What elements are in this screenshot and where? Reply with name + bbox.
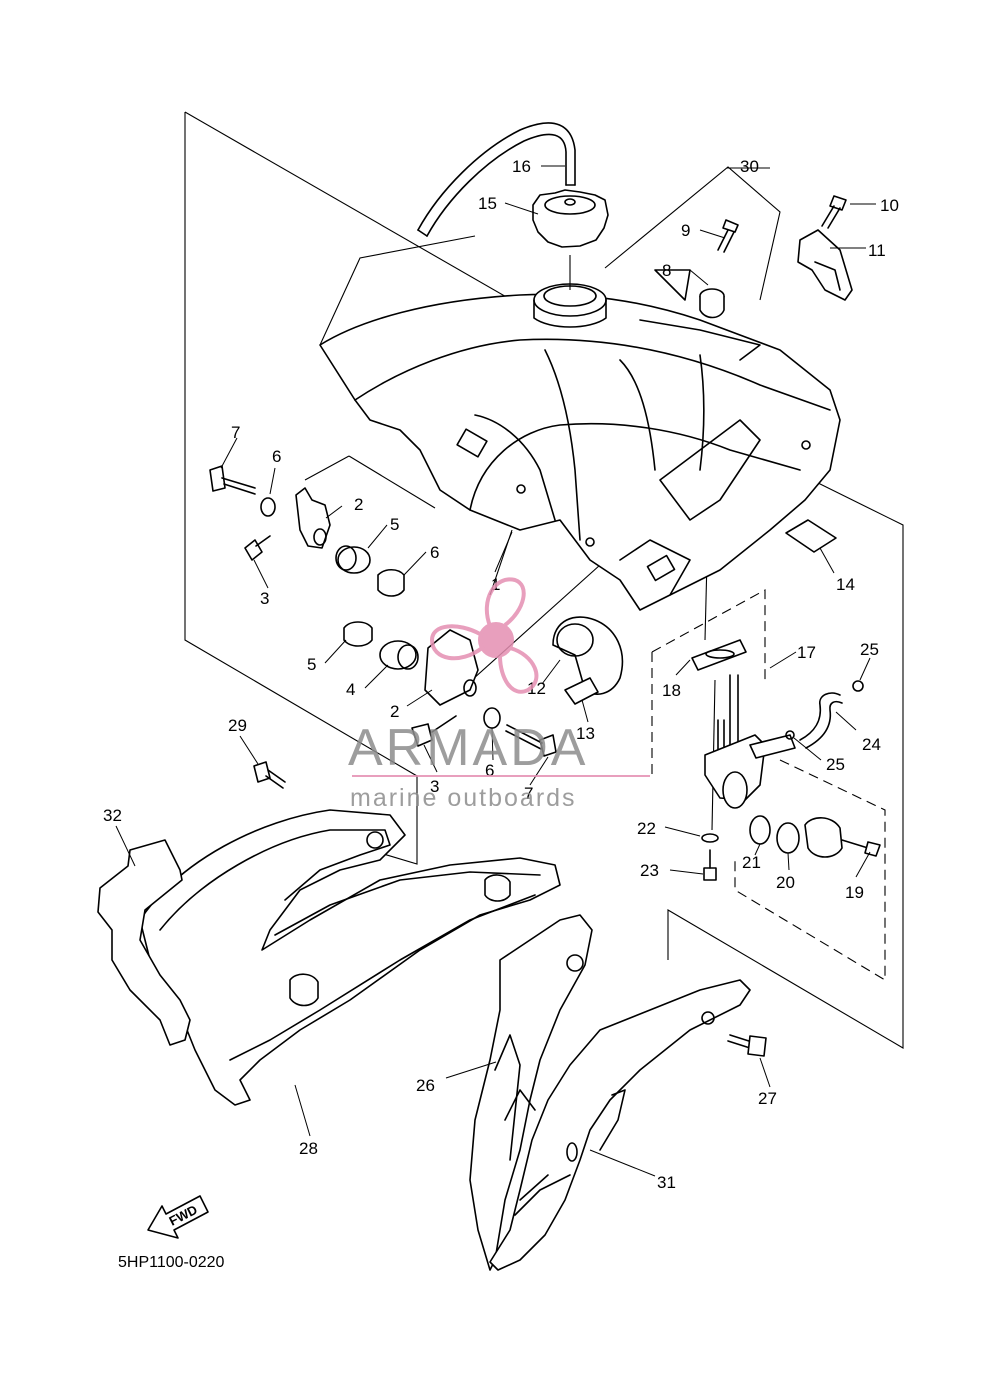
bracket-11: [797, 229, 853, 301]
graphic-31: [489, 979, 751, 1271]
side-cover-28: [139, 809, 561, 1106]
callout-8: 8: [662, 261, 671, 280]
graphic-32: [97, 839, 191, 1046]
callout-3b: 3: [430, 777, 439, 796]
callout-32: 32: [103, 806, 122, 825]
callout-23: 23: [640, 861, 659, 880]
watermark-brand: ARMADA: [348, 719, 588, 777]
callout-24: 24: [862, 735, 881, 754]
callout-12: 12: [527, 679, 546, 698]
callout-4a: 5: [390, 515, 399, 534]
callout-27: 27: [758, 1089, 777, 1108]
bolt-10: [821, 195, 847, 229]
fuel-cap: [532, 189, 609, 248]
callout-28: 28: [299, 1139, 318, 1158]
callout-3a: 3: [260, 589, 269, 608]
callout-10: 10: [880, 196, 899, 215]
callout-22: 22: [637, 819, 656, 838]
side-cover-26: [469, 914, 593, 1271]
damper-8: [699, 288, 725, 319]
fuel-tank: [319, 255, 841, 611]
callout-31: 31: [657, 1173, 676, 1192]
callout-7a: 7: [231, 423, 240, 442]
propeller-logo-icon: [429, 577, 539, 694]
callout-16: 16: [512, 157, 531, 176]
bolt-29: [253, 761, 286, 789]
callout-2b: 2: [390, 702, 399, 721]
callout-7b: 7: [524, 784, 533, 803]
band-12: [552, 616, 624, 705]
callout-6a: 6: [272, 447, 281, 466]
callout-5a: 6: [430, 543, 439, 562]
callout-15: 15: [478, 194, 497, 213]
callout-14: 14: [836, 575, 855, 594]
callout-2a: 2: [354, 495, 363, 514]
breather-hose: [417, 122, 576, 237]
diagram-code: 5HP1100-0220: [118, 1254, 225, 1271]
bolt-27: [727, 1034, 767, 1057]
callout-6b: 6: [485, 761, 494, 780]
fuel-cock: [691, 639, 881, 881]
mount-lower: [343, 621, 557, 757]
hose-24: [785, 680, 864, 749]
projection-lines: [184, 111, 904, 1049]
callout-26: 26: [416, 1076, 435, 1095]
pad-14: [785, 519, 837, 553]
callout-20: 20: [776, 873, 795, 892]
callout-17: 17: [797, 643, 816, 662]
callout-18: 18: [662, 681, 681, 700]
callout-25b: 25: [826, 755, 845, 774]
fuel-cock-group-box: [651, 589, 886, 981]
watermark-tagline: marine outboards: [350, 784, 577, 812]
callout-5b: 5: [307, 655, 316, 674]
callout-11: 11: [868, 241, 886, 260]
callout-13: 13: [576, 724, 595, 743]
callout-30: 30: [740, 157, 759, 176]
callout-4b: 4: [346, 680, 355, 699]
mount-upper: [209, 465, 405, 597]
callout-25a: 25: [860, 640, 879, 659]
callout-9: 9: [681, 221, 690, 240]
callout-21: 21: [742, 853, 761, 872]
fwd-arrow-icon: FWD: [147, 1195, 209, 1239]
leader-lines: [115, 165, 876, 1177]
screw-9: [717, 219, 739, 253]
callout-19: 19: [845, 883, 864, 902]
watermark: ARMADA marine outboards: [348, 577, 650, 812]
callout-29: 29: [228, 716, 247, 735]
